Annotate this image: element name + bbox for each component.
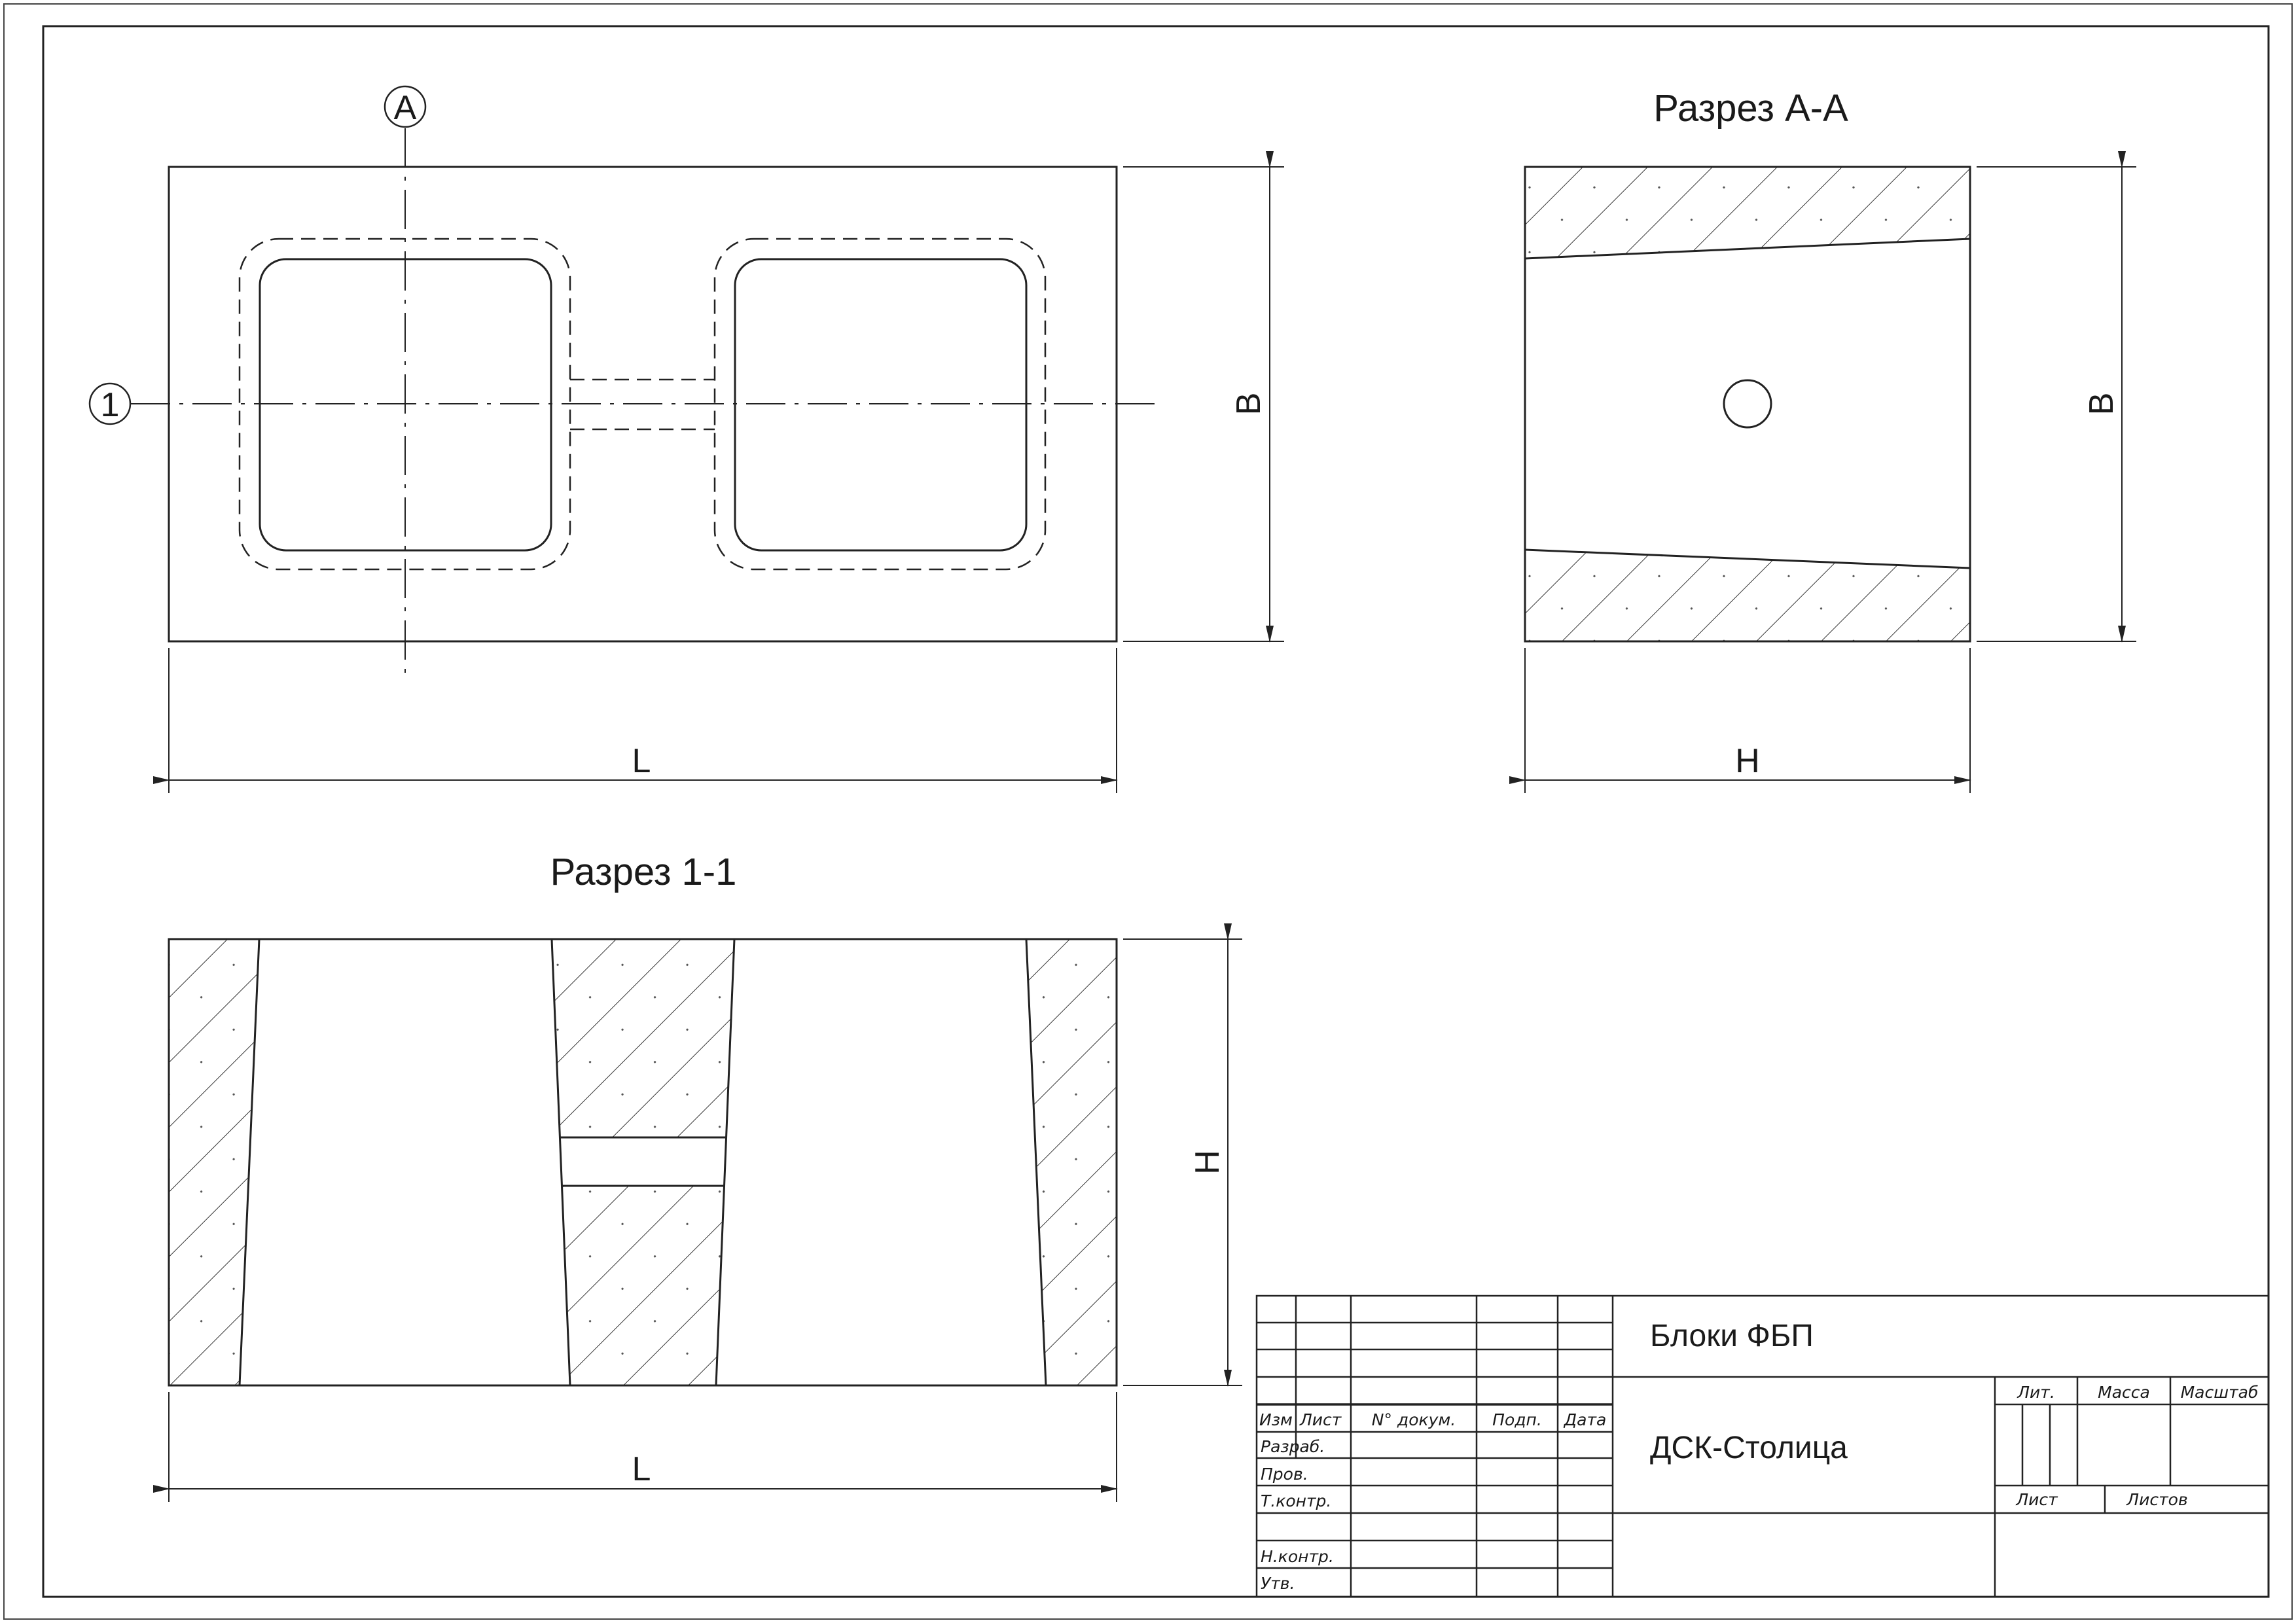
section-aa-outline: [1524, 166, 1971, 643]
middle-wall-lower-hatch: [562, 1186, 725, 1385]
title-block-text: Блоки ФБП ДСК-Столица Изм Лист N° докум.…: [1259, 1319, 2258, 1593]
middle-void-right-edge: [715, 938, 736, 1386]
left-wall-hatch: [169, 939, 259, 1385]
plan-view: 1 A L B: [88, 85, 1284, 793]
product-name: Блоки ФБП: [1650, 1319, 1814, 1353]
right-void-edge: [1025, 938, 1047, 1386]
plan-dim-l-label: L: [632, 742, 651, 780]
channel-hole: [1723, 379, 1772, 429]
section-11-title: Разрез 1-1: [550, 851, 737, 893]
row-label-approved: Утв.: [1261, 1574, 1295, 1593]
col-header-signature: Подп.: [1492, 1410, 1542, 1429]
aa-dim-b-label: B: [2083, 393, 2121, 416]
middle-wall-upper-hatch: [552, 939, 734, 1137]
section-aa-view: Разрез А-А H B: [1509, 87, 2136, 793]
plan-dim-b-label: B: [1230, 393, 1268, 416]
stage-header-lit: Лит.: [2017, 1383, 2055, 1402]
section-aa-top-hatch: [1525, 167, 1970, 259]
stage-header-mass: Масса: [2098, 1383, 2150, 1402]
sheets-label: Листов: [2126, 1490, 2187, 1509]
section-aa-title: Разрез А-А: [1653, 87, 1848, 130]
col-header-izm: Изм: [1259, 1410, 1293, 1429]
section-marker-1-circle: [88, 382, 132, 425]
s11-dim-l-label: L: [632, 1450, 651, 1488]
title-block: [1255, 1294, 2270, 1598]
sheet-border: [3, 3, 2293, 1620]
col-header-date: Дата: [1564, 1410, 1607, 1429]
middle-void-left-edge: [550, 938, 571, 1386]
row-label-tech-control: Т.контр.: [1261, 1491, 1331, 1510]
title-block-outline: [1255, 1294, 2270, 1598]
organization-name: ДСК-Столица: [1650, 1431, 1848, 1465]
row-label-checked: Пров.: [1261, 1465, 1308, 1484]
drawing-frame: [42, 25, 2270, 1598]
section-aa-bottom-taper: [1524, 548, 1971, 569]
section-marker-a-label: A: [394, 89, 417, 127]
right-wall-hatch: [1026, 939, 1117, 1385]
col-header-document: N° докум.: [1372, 1410, 1456, 1429]
section-aa-bottom-hatch: [1525, 550, 1970, 641]
aa-dim-h-label: H: [1735, 742, 1760, 780]
sheet-label: Лист: [2015, 1490, 2058, 1509]
section-marker-a-circle: [384, 85, 427, 128]
section-marker-1-label: 1: [101, 386, 120, 424]
stage-header-scale: Масштаб: [2181, 1383, 2259, 1402]
section-11-view: Разрез 1-1 L H: [153, 851, 1242, 1502]
section-11-outline: [168, 938, 1118, 1387]
col-header-list: Лист: [1299, 1410, 1342, 1429]
row-label-norm-control: Н.контр.: [1261, 1547, 1334, 1566]
section-aa-top-taper: [1524, 238, 1971, 260]
left-void-edge: [238, 938, 260, 1386]
right-void: [734, 258, 1028, 552]
row-label-developed: Разраб.: [1261, 1437, 1325, 1456]
s11-dim-h-label: H: [1189, 1150, 1227, 1175]
